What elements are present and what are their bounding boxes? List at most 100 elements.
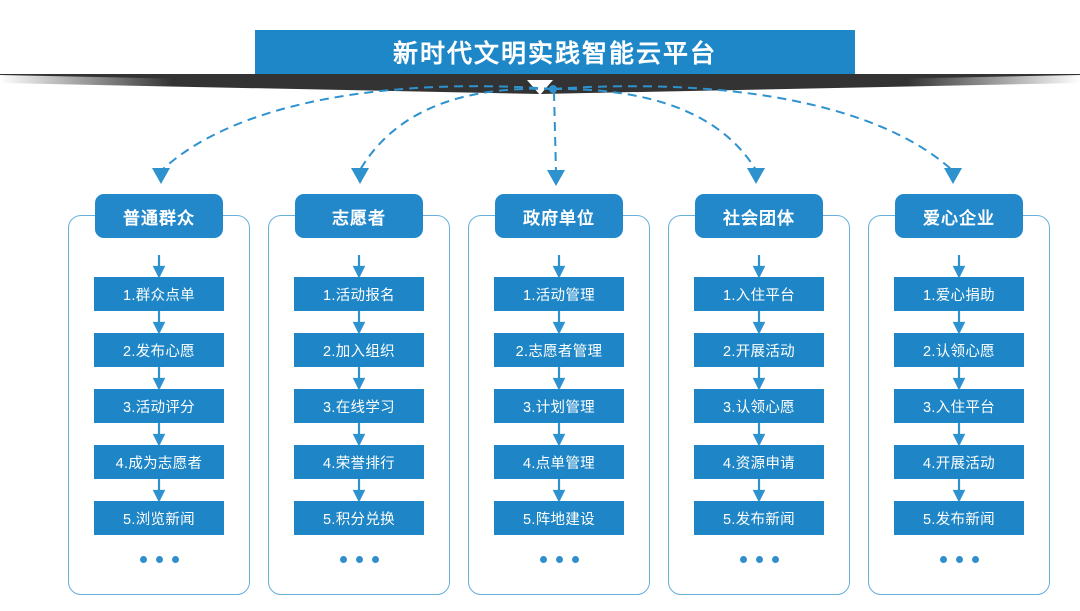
item-label: 2.加入组织 bbox=[323, 343, 395, 360]
column-aixin-qiye[interactable]: 爱心企业 1.爱心捐助 2.认领心愿 3.入住平台 4.开展活动 5.发布新闻 bbox=[868, 194, 1050, 595]
banner-bar: 新时代文明实践智能云平台 bbox=[255, 30, 855, 74]
down-arrow-icon bbox=[553, 479, 565, 501]
list-item[interactable]: 3.认领心愿 bbox=[694, 389, 824, 423]
list-item[interactable]: 2.志愿者管理 bbox=[494, 333, 624, 367]
item-label: 4.开展活动 bbox=[923, 455, 995, 472]
down-arrow-icon bbox=[153, 367, 165, 389]
column-header-2[interactable]: 志愿者 bbox=[295, 194, 423, 238]
down-arrow-icon bbox=[753, 311, 765, 333]
more-items-ellipsis bbox=[139, 549, 179, 569]
down-arrow-icon bbox=[553, 311, 565, 333]
item-label: 4.荣誉排行 bbox=[323, 455, 395, 472]
column-body-4: 1.入住平台 2.开展活动 3.认领心愿 4.资源申请 5.发布新闻 bbox=[669, 255, 849, 569]
more-items-ellipsis bbox=[939, 549, 979, 569]
item-label: 5.浏览新闻 bbox=[123, 511, 195, 528]
down-arrow-icon bbox=[153, 423, 165, 445]
item-label: 5.阵地建设 bbox=[523, 511, 595, 528]
list-item[interactable]: 1.活动管理 bbox=[494, 277, 624, 311]
item-label: 5.发布新闻 bbox=[923, 511, 995, 528]
page-title: 新时代文明实践智能云平台 bbox=[392, 40, 717, 68]
more-items-ellipsis bbox=[339, 549, 379, 569]
list-item[interactable]: 5.发布新闻 bbox=[894, 501, 1024, 535]
item-label: 3.认领心愿 bbox=[723, 399, 795, 416]
down-arrow-icon bbox=[753, 479, 765, 501]
item-label: 4.成为志愿者 bbox=[115, 455, 203, 472]
item-label: 3.入住平台 bbox=[923, 399, 995, 416]
item-label: 5.积分兑换 bbox=[323, 511, 395, 528]
column-body-5: 1.爱心捐助 2.认领心愿 3.入住平台 4.开展活动 5.发布新闻 bbox=[869, 255, 1049, 569]
column-header-5[interactable]: 爱心企业 bbox=[895, 194, 1023, 238]
down-arrow-icon bbox=[753, 423, 765, 445]
item-label: 1.入住平台 bbox=[723, 287, 795, 304]
list-item[interactable]: 5.发布新闻 bbox=[694, 501, 824, 535]
down-arrow-icon bbox=[153, 311, 165, 333]
down-arrow-icon bbox=[353, 311, 365, 333]
column-body-3: 1.活动管理 2.志愿者管理 3.计划管理 4.点单管理 5.阵地建设 bbox=[469, 255, 649, 569]
item-label: 1.活动报名 bbox=[323, 287, 395, 304]
down-arrow-icon bbox=[353, 255, 365, 277]
list-item[interactable]: 5.积分兑换 bbox=[294, 501, 424, 535]
item-label: 4.点单管理 bbox=[523, 455, 595, 472]
column-zhengfu-danwei[interactable]: 政府单位 1.活动管理 2.志愿者管理 3.计划管理 4.点单管理 5.阵地建设 bbox=[468, 194, 650, 595]
down-arrow-icon bbox=[553, 367, 565, 389]
column-header-3[interactable]: 政府单位 bbox=[495, 194, 623, 238]
column-putong-qunzhong[interactable]: 普通群众 1.群众点单 2.发布心愿 3.活动评分 4.成为志愿者 5.浏览新闻 bbox=[68, 194, 250, 595]
list-item[interactable]: 1.活动报名 bbox=[294, 277, 424, 311]
column-header-1[interactable]: 普通群众 bbox=[95, 194, 223, 238]
column-shehui-tuanti[interactable]: 社会团体 1.入住平台 2.开展活动 3.认领心愿 4.资源申请 5.发布新闻 bbox=[668, 194, 850, 595]
column-header-label-4: 社会团体 bbox=[723, 208, 795, 228]
down-arrow-icon bbox=[353, 423, 365, 445]
more-items-ellipsis bbox=[739, 549, 779, 569]
list-item[interactable]: 5.阵地建设 bbox=[494, 501, 624, 535]
column-header-label-1: 普通群众 bbox=[123, 208, 195, 228]
item-label: 3.在线学习 bbox=[323, 399, 395, 416]
list-item[interactable]: 3.入住平台 bbox=[894, 389, 1024, 423]
list-item[interactable]: 2.加入组织 bbox=[294, 333, 424, 367]
list-item[interactable]: 2.认领心愿 bbox=[894, 333, 1024, 367]
item-label: 2.开展活动 bbox=[723, 343, 795, 360]
list-item[interactable]: 1.入住平台 bbox=[694, 277, 824, 311]
column-header-label-5: 爱心企业 bbox=[923, 208, 995, 228]
column-header-4[interactable]: 社会团体 bbox=[695, 194, 823, 238]
down-arrow-icon bbox=[953, 255, 965, 277]
column-body-2: 1.活动报名 2.加入组织 3.在线学习 4.荣誉排行 5.积分兑换 bbox=[269, 255, 449, 569]
column-header-label-2: 志愿者 bbox=[332, 208, 386, 228]
down-arrow-icon bbox=[953, 479, 965, 501]
column-zhiyuanzhe[interactable]: 志愿者 1.活动报名 2.加入组织 3.在线学习 4.荣誉排行 5.积分兑换 bbox=[268, 194, 450, 595]
list-item[interactable]: 4.开展活动 bbox=[894, 445, 1024, 479]
item-label: 3.活动评分 bbox=[123, 399, 195, 416]
down-arrow-icon bbox=[553, 255, 565, 277]
column-header-label-3: 政府单位 bbox=[523, 208, 595, 228]
item-label: 1.爱心捐助 bbox=[923, 287, 995, 304]
list-item[interactable]: 4.资源申请 bbox=[694, 445, 824, 479]
list-item[interactable]: 2.开展活动 bbox=[694, 333, 824, 367]
down-arrow-icon bbox=[953, 423, 965, 445]
item-label: 2.认领心愿 bbox=[923, 343, 995, 360]
list-item[interactable]: 3.在线学习 bbox=[294, 389, 424, 423]
item-label: 3.计划管理 bbox=[523, 399, 595, 416]
list-item[interactable]: 2.发布心愿 bbox=[94, 333, 224, 367]
list-item[interactable]: 3.计划管理 bbox=[494, 389, 624, 423]
list-item[interactable]: 3.活动评分 bbox=[94, 389, 224, 423]
item-label: 5.发布新闻 bbox=[723, 511, 795, 528]
list-item[interactable]: 4.荣誉排行 bbox=[294, 445, 424, 479]
item-label: 4.资源申请 bbox=[723, 455, 795, 472]
list-item[interactable]: 5.浏览新闻 bbox=[94, 501, 224, 535]
list-item[interactable]: 4.成为志愿者 bbox=[94, 445, 224, 479]
list-item[interactable]: 1.群众点单 bbox=[94, 277, 224, 311]
more-items-ellipsis bbox=[539, 549, 579, 569]
item-label: 2.志愿者管理 bbox=[515, 343, 603, 360]
item-label: 2.发布心愿 bbox=[123, 343, 195, 360]
item-label: 1.活动管理 bbox=[523, 287, 595, 304]
down-arrow-icon bbox=[953, 311, 965, 333]
down-arrow-icon bbox=[953, 367, 965, 389]
down-arrow-icon bbox=[753, 255, 765, 277]
list-item[interactable]: 4.点单管理 bbox=[494, 445, 624, 479]
down-arrow-icon bbox=[753, 367, 765, 389]
list-item[interactable]: 1.爱心捐助 bbox=[894, 277, 1024, 311]
down-arrow-icon bbox=[153, 255, 165, 277]
down-arrow-icon bbox=[153, 479, 165, 501]
down-arrow-icon bbox=[353, 367, 365, 389]
down-arrow-icon bbox=[353, 479, 365, 501]
